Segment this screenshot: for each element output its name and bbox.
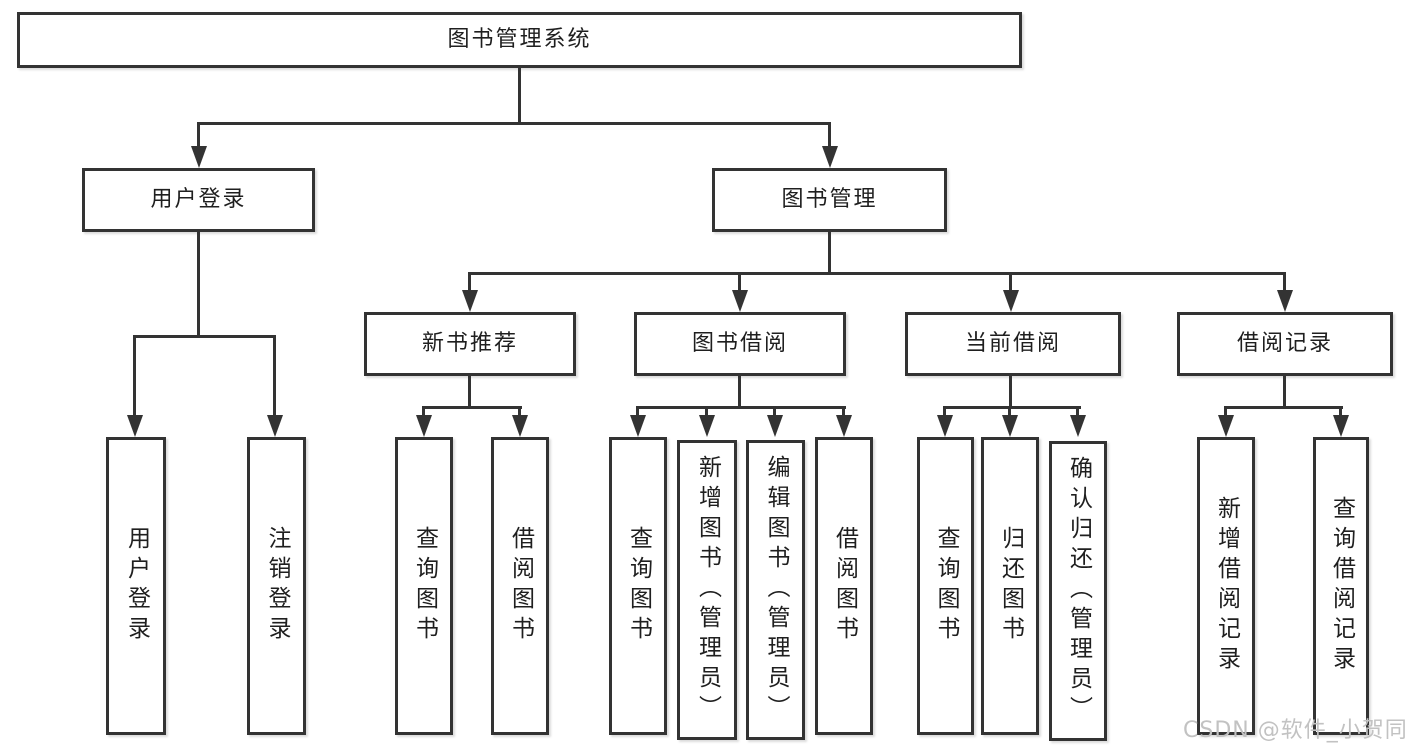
- leaf-add-borrow-record-label: 新增借阅记录: [1213, 496, 1240, 676]
- node-book-management-label: 图书管理: [781, 186, 878, 212]
- leaf-add-borrow-record: 新增借阅记录: [1197, 437, 1255, 735]
- leaf-add-book-admin: 新增图书（管理员）: [677, 440, 737, 740]
- connector-line: [636, 406, 846, 409]
- csdn-watermark: CSDN @软件_小贺同学: [1183, 718, 1405, 743]
- arrow-down-icon: [937, 415, 953, 437]
- connector-line: [468, 272, 471, 292]
- leaf-return-books: 归还图书: [981, 437, 1039, 735]
- connector-line: [1009, 272, 1012, 292]
- leaf-borrow-books-recommend-label: 借阅图书: [507, 526, 534, 646]
- leaf-query-books-recommend-label: 查询图书: [411, 526, 438, 646]
- arrow-down-icon: [822, 146, 838, 168]
- node-new-book-recommend-label: 新书推荐: [421, 330, 518, 356]
- leaf-query-borrow-record: 查询借阅记录: [1313, 437, 1369, 735]
- connector-line: [828, 122, 831, 150]
- connector-line: [705, 406, 708, 418]
- node-book-borrowing-label: 图书借阅: [691, 330, 788, 356]
- connector-line: [1339, 406, 1342, 418]
- connector-line: [943, 406, 946, 418]
- connector-line: [738, 272, 741, 292]
- arrow-down-icon: [191, 146, 207, 168]
- node-root: 图书管理系统: [17, 12, 1022, 68]
- leaf-query-books-recommend: 查询图书: [395, 437, 453, 735]
- node-root-label: 图书管理系统: [447, 26, 592, 52]
- arrow-down-icon: [1003, 290, 1019, 312]
- arrow-down-icon: [1333, 415, 1349, 437]
- leaf-confirm-return-admin: 确认归还（管理员）: [1049, 441, 1107, 741]
- leaf-edit-book-admin: 编辑图书（管理员）: [746, 440, 805, 740]
- connector-line: [1008, 406, 1011, 418]
- arrow-down-icon: [416, 415, 432, 437]
- arrow-down-icon: [699, 415, 715, 437]
- arrow-down-icon: [1070, 415, 1086, 437]
- leaf-borrow-books-recommend: 借阅图书: [491, 437, 549, 735]
- connector-line: [944, 406, 1081, 409]
- arrow-down-icon: [732, 290, 748, 312]
- connector-line: [1224, 406, 1227, 418]
- leaf-borrow-books-borrowing: 借阅图书: [815, 437, 873, 735]
- connector-line: [1283, 376, 1286, 409]
- arrow-down-icon: [836, 415, 852, 437]
- arrow-down-icon: [630, 415, 646, 437]
- node-borrowing-records: 借阅记录: [1177, 312, 1393, 376]
- node-book-management: 图书管理: [712, 168, 947, 232]
- connector-line: [197, 122, 200, 150]
- arrow-down-icon: [767, 415, 783, 437]
- connector-line: [738, 376, 741, 409]
- node-current-borrowing-label: 当前借阅: [964, 330, 1061, 356]
- leaf-add-book-admin-label: 新增图书（管理员）: [694, 455, 721, 725]
- node-user-login-label: 用户登录: [150, 186, 247, 212]
- connector-line: [1224, 406, 1343, 409]
- arrow-down-icon: [1277, 290, 1293, 312]
- arrow-down-icon: [512, 415, 528, 437]
- leaf-query-borrow-record-label: 查询借阅记录: [1328, 496, 1355, 676]
- connector-line: [133, 335, 136, 417]
- connector-line: [773, 406, 776, 418]
- connector-line: [1076, 406, 1079, 418]
- node-current-borrowing: 当前借阅: [905, 312, 1121, 376]
- node-book-borrowing: 图书借阅: [634, 312, 846, 376]
- leaf-return-books-label: 归还图书: [997, 526, 1024, 646]
- connector-line: [636, 406, 639, 418]
- connector-line: [518, 68, 521, 124]
- connector-line: [198, 122, 831, 125]
- leaf-logout: 注销登录: [247, 437, 306, 735]
- connector-line: [197, 232, 200, 338]
- arrow-down-icon: [1218, 415, 1234, 437]
- leaf-logout-label: 注销登录: [264, 526, 290, 646]
- connector-line: [133, 335, 275, 338]
- connector-line: [273, 335, 276, 417]
- connector-line: [468, 376, 471, 409]
- leaf-query-books-borrowing: 查询图书: [609, 437, 667, 735]
- node-new-book-recommend: 新书推荐: [364, 312, 576, 376]
- leaf-query-books-borrowing-label: 查询图书: [625, 526, 652, 646]
- arrow-down-icon: [1002, 415, 1018, 437]
- leaf-query-books-current-label: 查询图书: [933, 526, 959, 646]
- connector-line: [518, 406, 521, 418]
- arrow-down-icon: [462, 290, 478, 312]
- connector-line: [468, 272, 1286, 275]
- leaf-borrow-books-borrowing-label: 借阅图书: [831, 526, 858, 646]
- connector-line: [828, 232, 831, 275]
- connector-line: [422, 406, 425, 418]
- connector-line: [842, 406, 845, 418]
- connector-line: [1283, 272, 1286, 292]
- leaf-user-login-label: 用户登录: [123, 526, 150, 646]
- leaf-edit-book-admin-label: 编辑图书（管理员）: [763, 455, 789, 725]
- arrow-down-icon: [127, 415, 143, 437]
- leaf-query-books-current: 查询图书: [917, 437, 974, 735]
- leaf-confirm-return-admin-label: 确认归还（管理员）: [1065, 456, 1092, 726]
- node-user-login: 用户登录: [82, 168, 315, 232]
- arrow-down-icon: [267, 415, 283, 437]
- node-borrowing-records-label: 借阅记录: [1236, 330, 1333, 356]
- connector-line: [1009, 376, 1012, 409]
- connector-line: [423, 406, 522, 409]
- leaf-user-login: 用户登录: [106, 437, 166, 735]
